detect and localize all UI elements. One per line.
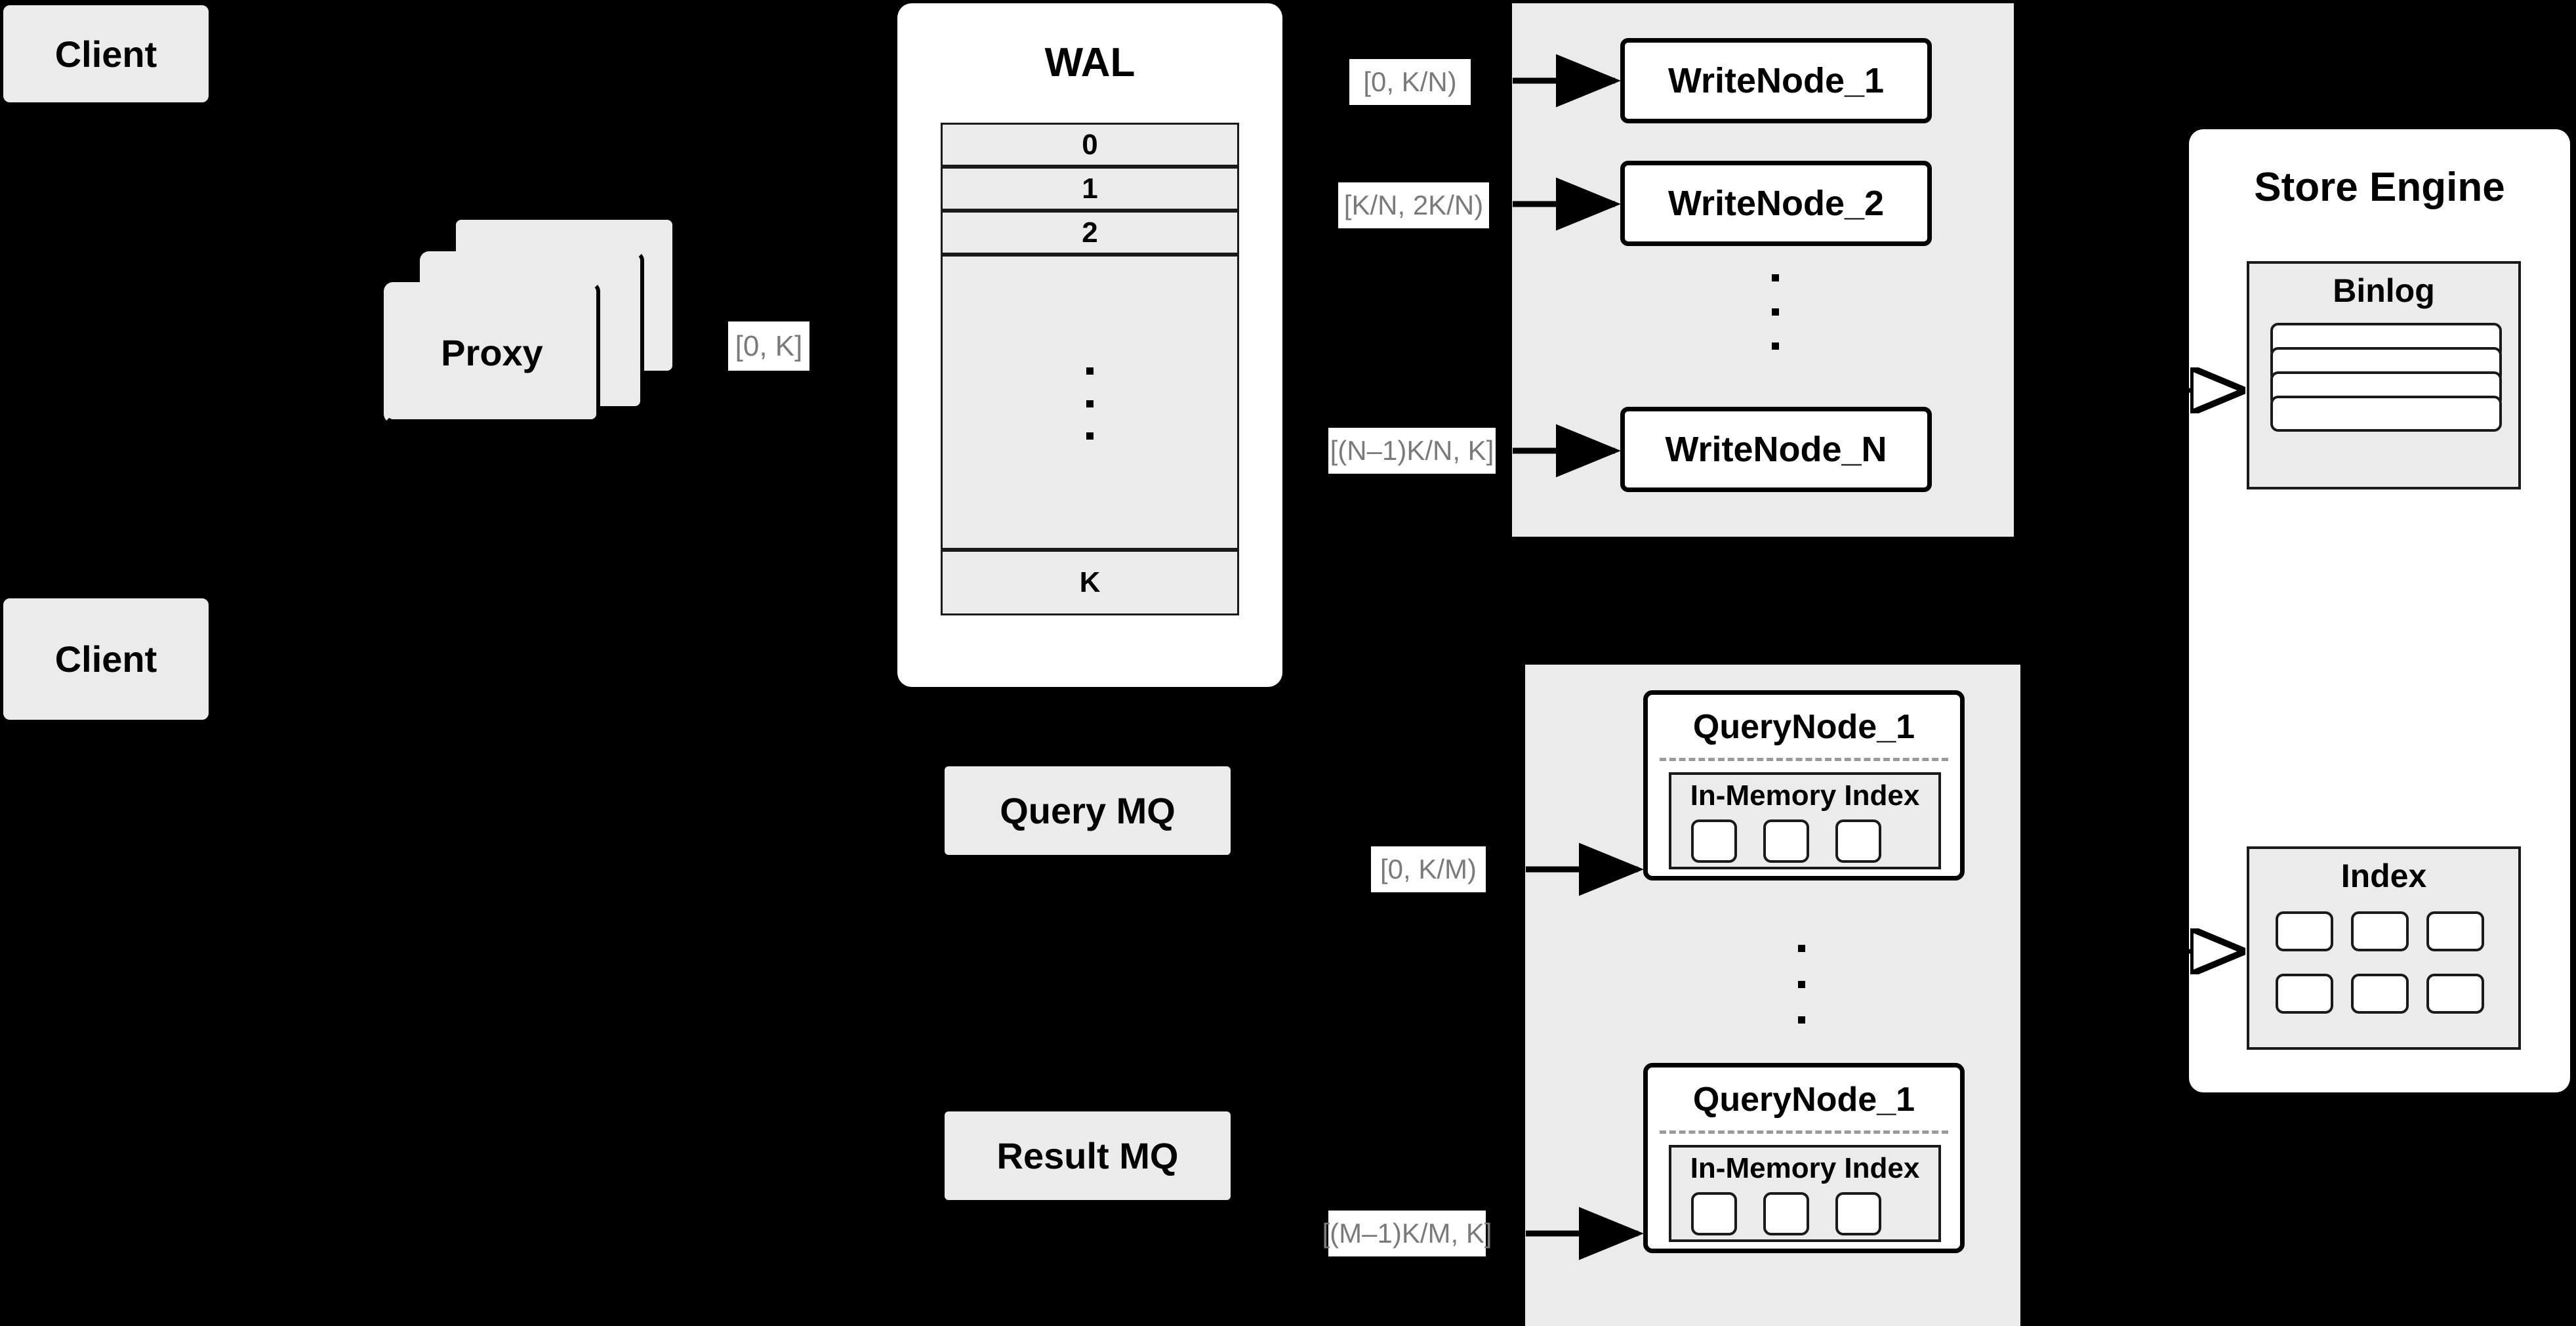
index-title: Index: [2249, 856, 2518, 896]
query-node-1-segment-3[interactable]: [1835, 819, 1881, 863]
query-node-1-segment-2[interactable]: [1763, 819, 1809, 863]
wal-row-2[interactable]: 2: [941, 211, 1239, 255]
query-mq-label: Query MQ: [1000, 790, 1176, 831]
binlog-title: Binlog: [2249, 270, 2518, 311]
edge-label-queue-to-query-1: [0, K/M): [1371, 846, 1486, 892]
index-cell-2[interactable]: [2351, 911, 2409, 951]
query-node-2-separator: [1660, 1130, 1948, 1134]
wal-row-1[interactable]: 1: [941, 167, 1239, 211]
wal-row-0[interactable]: 0: [941, 123, 1239, 167]
query-node-2[interactable]: QueryNode_1 In-Memory Index: [1643, 1063, 1965, 1253]
edge-label-wal-to-write-2: [K/N, 2K/N): [1338, 182, 1489, 228]
edge-label-wal-to-write-1: [0, K/N): [1349, 59, 1471, 105]
edge-label-wal-to-write-2-text: [K/N, 2K/N): [1343, 190, 1484, 220]
store-engine-title: Store Engine: [2189, 161, 2570, 213]
wal-row-0-label: 0: [1082, 128, 1098, 161]
edge-label-proxy-to-wal: [0, K]: [728, 321, 809, 371]
edge-label-wal-to-write-1-text: [0, K/N): [1363, 66, 1457, 97]
proxy-card-front[interactable]: Proxy: [384, 282, 600, 423]
query-node-2-index-title: In-Memory Index: [1671, 1151, 1938, 1186]
query-node-2-title-text: QueryNode_1: [1692, 1081, 1915, 1119]
edge-label-queue-to-query-1-text: [0, K/M): [1380, 854, 1477, 884]
query-node-1-title: QueryNode_1: [1648, 704, 1960, 750]
index-cell-5[interactable]: [2351, 974, 2409, 1014]
wal-row-2-label: 2: [1082, 216, 1098, 249]
binlog-box: Binlog: [2247, 261, 2521, 489]
client-box-1[interactable]: Client: [3, 5, 209, 102]
index-title-text: Index: [2341, 858, 2427, 894]
index-cell-3[interactable]: [2426, 911, 2484, 951]
wal-row-k-label: K: [1079, 566, 1101, 598]
index-cell-1[interactable]: [2276, 911, 2333, 951]
write-node-1[interactable]: WriteNode_1: [1620, 38, 1932, 123]
query-node-1-index-box: In-Memory Index: [1669, 772, 1941, 869]
query-node-1-index-title: In-Memory Index: [1671, 779, 1938, 813]
proxy-label: Proxy: [441, 332, 543, 373]
query-node-ellipsis-dots: [1797, 945, 1805, 1024]
client-label-2: Client: [54, 638, 157, 680]
query-node-1[interactable]: QueryNode_1 In-Memory Index: [1643, 690, 1965, 881]
query-node-2-segment-1[interactable]: [1691, 1192, 1737, 1235]
edge-label-queue-to-query-m: [(M–1)K/M, K]: [1322, 1211, 1492, 1256]
client-box-2[interactable]: Client: [3, 598, 209, 720]
write-node-ellipsis-dots: [1771, 274, 1779, 350]
write-node-2[interactable]: WriteNode_2: [1620, 161, 1932, 246]
query-node-2-index-box: In-Memory Index: [1669, 1145, 1941, 1242]
query-node-1-index-title-text: In-Memory Index: [1690, 779, 1920, 812]
edge-label-wal-to-write-n: [(N–1)K/N, K]: [1328, 428, 1496, 474]
wal-title: WAL: [897, 36, 1282, 89]
binlog-row-4[interactable]: [2270, 396, 2502, 432]
query-node-2-segment-2[interactable]: [1763, 1192, 1809, 1235]
query-node-1-segment-1[interactable]: [1691, 819, 1737, 863]
index-box: Index: [2247, 846, 2521, 1050]
query-node-1-title-text: QueryNode_1: [1692, 708, 1915, 746]
index-cell-6[interactable]: [2426, 974, 2484, 1014]
client-label-1: Client: [54, 33, 157, 75]
write-node-2-label: WriteNode_2: [1667, 184, 1885, 223]
write-node-1-label: WriteNode_1: [1667, 61, 1885, 100]
wal-title-text: WAL: [1044, 39, 1135, 85]
index-cell-4[interactable]: [2276, 974, 2333, 1014]
write-node-n[interactable]: WriteNode_N: [1620, 407, 1932, 492]
wal-row-k[interactable]: K: [941, 550, 1239, 615]
binlog-title-text: Binlog: [2333, 272, 2435, 309]
wal-row-1-label: 1: [1082, 172, 1098, 205]
wal-ellipsis-dots: [1086, 367, 1094, 440]
write-node-n-label: WriteNode_N: [1665, 430, 1887, 469]
edge-label-proxy-to-wal-text: [0, K]: [735, 329, 803, 362]
query-node-1-separator: [1660, 758, 1948, 761]
result-mq-box[interactable]: Result MQ: [945, 1111, 1231, 1200]
query-node-2-title: QueryNode_1: [1648, 1077, 1960, 1123]
edge-label-wal-to-write-n-text: [(N–1)K/N, K]: [1330, 435, 1494, 466]
store-engine-title-text: Store Engine: [2254, 164, 2505, 210]
query-node-2-index-title-text: In-Memory Index: [1690, 1152, 1920, 1184]
proxy-stack[interactable]: Proxy: [384, 220, 672, 423]
result-mq-label: Result MQ: [996, 1135, 1179, 1176]
edge-label-queue-to-query-m-text: [(M–1)K/M, K]: [1322, 1218, 1492, 1249]
query-mq-box[interactable]: Query MQ: [945, 766, 1231, 855]
query-node-2-segment-3[interactable]: [1835, 1192, 1881, 1235]
